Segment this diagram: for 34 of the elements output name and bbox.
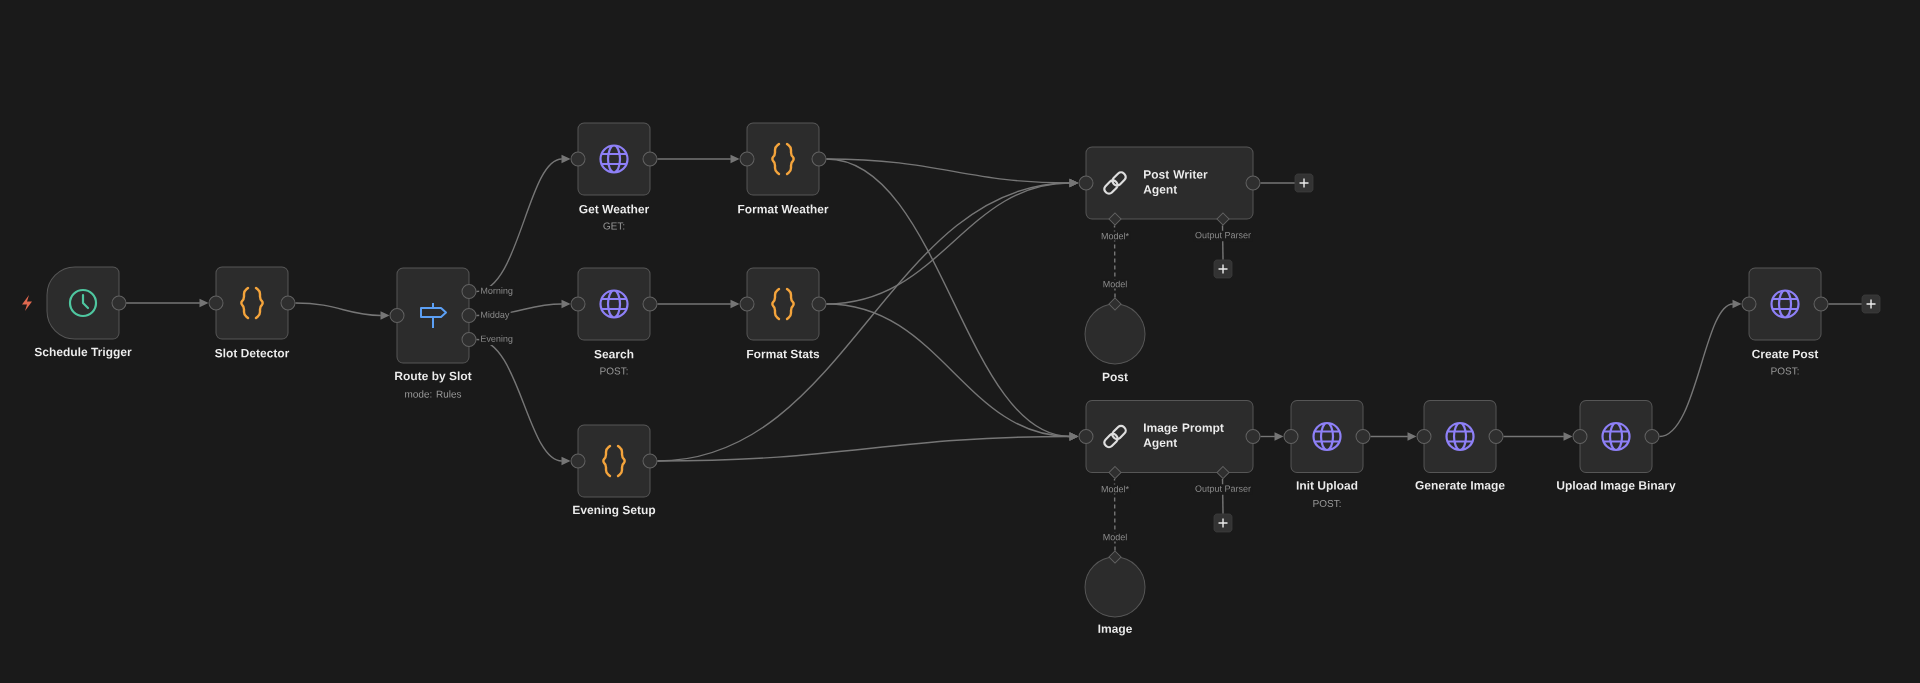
node-subtitle: mode: Rules — [405, 390, 462, 398]
node-title: Search — [594, 349, 634, 359]
port-label: Model* — [1099, 484, 1131, 494]
node-title: Init Upload — [1296, 480, 1358, 493]
edge-label: Midday — [479, 310, 511, 321]
edge-label: Evening — [479, 334, 515, 345]
node-title: Create Post — [1752, 349, 1819, 359]
connector-line — [1827, 303, 1863, 305]
node-title: Slot Detector — [215, 348, 290, 358]
node-subtitle: POST: — [1313, 499, 1341, 508]
edge-label: Model — [1101, 532, 1129, 542]
node-title: Image — [1098, 624, 1132, 636]
agent-box: Post Writer Agent — [1085, 146, 1254, 220]
node-title: Upload Image Binary — [1557, 480, 1676, 493]
node-title: Post — [1102, 372, 1128, 382]
node-title: Format Weather — [738, 204, 829, 214]
edge-label: Morning — [479, 286, 515, 297]
dashed-line — [1113, 224, 1116, 299]
port-label: Model* — [1099, 231, 1131, 241]
node-title: Route by Slot — [395, 371, 472, 383]
agent-box: Image Prompt Agent — [1085, 400, 1254, 473]
edge-label: Output Parser — [1193, 484, 1253, 495]
node-subtitle: GET: — [603, 222, 625, 230]
node-subtitle: POST: — [600, 367, 628, 375]
node-title: Generate Image — [1415, 481, 1505, 492]
node-title: Schedule Trigger — [34, 347, 132, 359]
node-title: Evening Setup — [573, 505, 656, 517]
node-title: Get Weather — [579, 204, 650, 214]
edge-label: Model — [1101, 279, 1129, 289]
dashed-line — [1113, 478, 1116, 552]
node-subtitle: POST: — [1771, 367, 1799, 375]
edge-label: Output Parser — [1193, 230, 1253, 242]
connector-line — [1259, 182, 1296, 184]
node-title: Format Stats — [747, 349, 820, 359]
